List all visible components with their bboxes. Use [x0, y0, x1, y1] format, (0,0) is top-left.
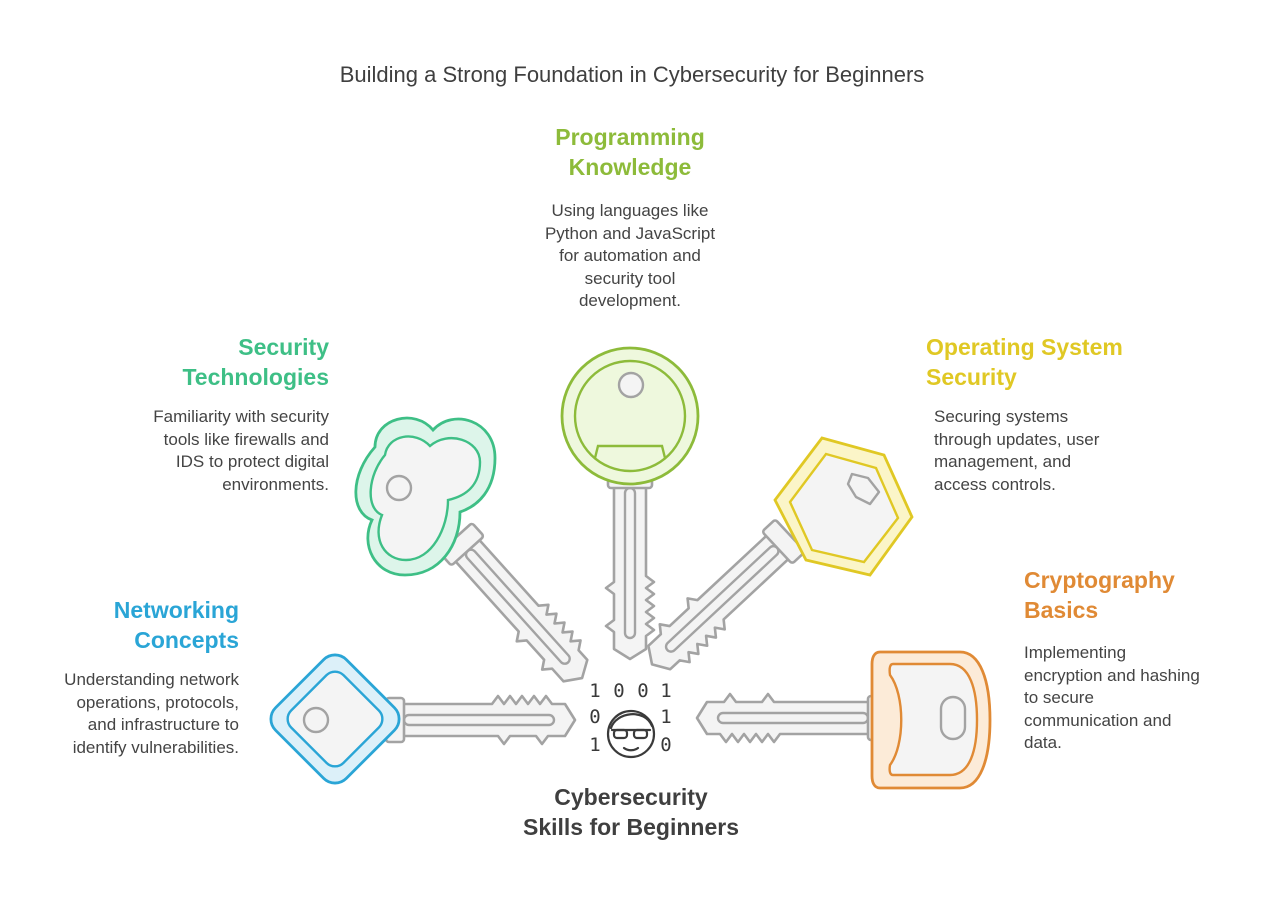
binary-digit: 0 — [660, 734, 671, 756]
binary-digit: 0 — [589, 706, 600, 728]
cryptography-key-icon — [695, 650, 992, 790]
cryptography-heading: Cryptography Basics — [1024, 567, 1175, 623]
binary-digit: 1 — [589, 680, 600, 702]
binary-digit: 1 — [660, 680, 671, 702]
binary-digit: 1 — [660, 706, 671, 728]
binary-digit: 0 — [637, 680, 648, 702]
os-security-key-icon — [634, 436, 914, 684]
programming-heading: Programming Knowledge — [555, 124, 705, 180]
security-technologies-description: Familiarity with security tools like fir… — [153, 407, 329, 494]
os-security-description: Securing systems through updates, user m… — [934, 407, 1100, 494]
center-title: Cybersecurity Skills for Beginners — [522, 784, 739, 840]
cryptography-description: Implementing encryption and hashing to s… — [1024, 643, 1200, 752]
binary-digit: 1 — [589, 734, 600, 756]
networking-key-icon — [269, 653, 577, 785]
center-emblem: 1 0 0 1 0 1 1 0 — [589, 680, 672, 759]
page-title: Building a Strong Foundation in Cybersec… — [339, 62, 925, 87]
programming-key-icon — [560, 346, 700, 661]
os-security-heading: Operating System Security — [926, 334, 1123, 390]
networking-description: Understanding network operations, protoc… — [64, 670, 239, 757]
networking-heading: Networking Concepts — [113, 597, 239, 653]
programming-description: Using languages like Python and JavaScri… — [544, 201, 716, 310]
hacker-face-icon — [606, 709, 656, 759]
security-technologies-key-icon — [354, 416, 602, 696]
binary-digit: 0 — [613, 680, 624, 702]
security-technologies-heading: Security Technologies — [182, 334, 329, 390]
